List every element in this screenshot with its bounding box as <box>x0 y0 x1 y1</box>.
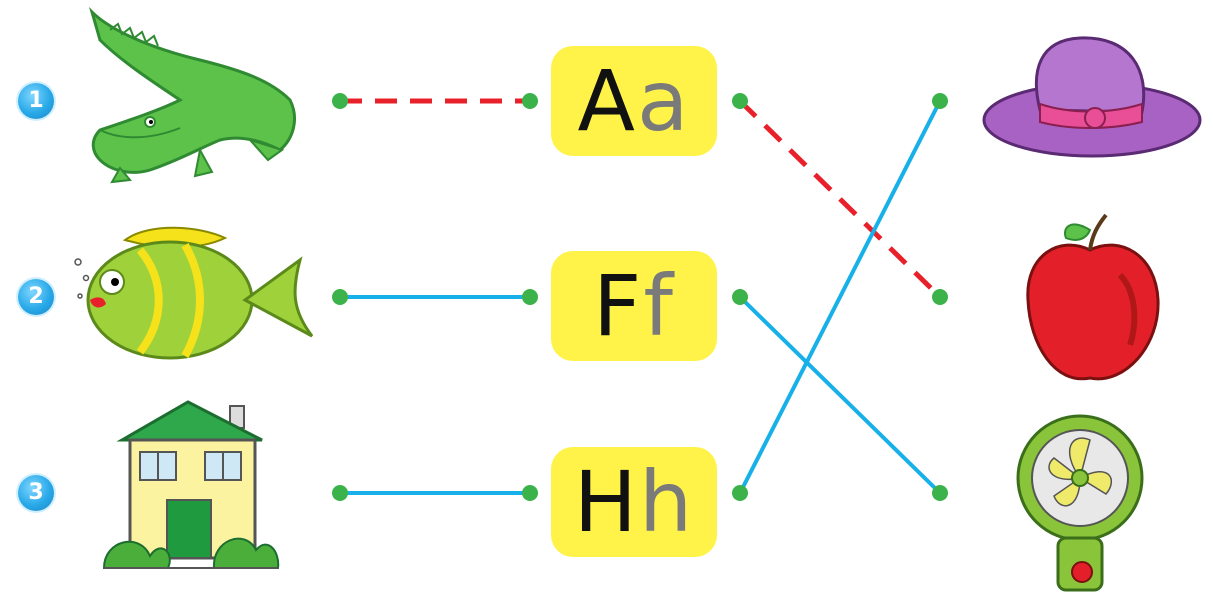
row-number-badge-2: 2 <box>18 279 54 315</box>
house-icon <box>102 400 280 569</box>
letter-card-f[interactable]: Ff <box>551 251 717 361</box>
dot-card-h-right[interactable] <box>732 485 748 501</box>
dot-card-f-left[interactable] <box>522 289 538 305</box>
dot-right-hat[interactable] <box>932 93 948 109</box>
row-number-badge-3: 3 <box>18 475 54 511</box>
fan-icon <box>1016 414 1144 592</box>
dot-card-h-left[interactable] <box>522 485 538 501</box>
uppercase-letter: F <box>593 257 644 355</box>
crocodile-icon <box>88 6 296 184</box>
fish-icon <box>74 226 314 360</box>
uppercase-letter: A <box>577 52 637 150</box>
line-a-to-apple <box>738 99 942 299</box>
dot-left-3[interactable] <box>332 485 348 501</box>
line-f-to-fan <box>738 295 942 495</box>
lowercase-letter: a <box>636 52 691 150</box>
dot-left-2[interactable] <box>332 289 348 305</box>
dot-card-a-left[interactable] <box>522 93 538 109</box>
dot-right-fan[interactable] <box>932 485 948 501</box>
dot-left-1[interactable] <box>332 93 348 109</box>
letter-card-h[interactable]: Hh <box>551 447 717 557</box>
lowercase-letter: f <box>643 257 675 355</box>
letter-card-a[interactable]: Aa <box>551 46 717 156</box>
dot-card-a-right[interactable] <box>732 93 748 109</box>
hat-icon <box>982 36 1202 158</box>
connection-lines <box>340 98 942 495</box>
lowercase-letter: h <box>638 453 695 551</box>
line-h-to-hat <box>738 100 942 494</box>
dot-right-apple[interactable] <box>932 289 948 305</box>
apple-icon <box>1026 213 1160 381</box>
row-number-badge-1: 1 <box>18 83 54 119</box>
dot-card-f-right[interactable] <box>732 289 748 305</box>
connection-dots <box>332 93 948 501</box>
uppercase-letter: H <box>573 453 639 551</box>
